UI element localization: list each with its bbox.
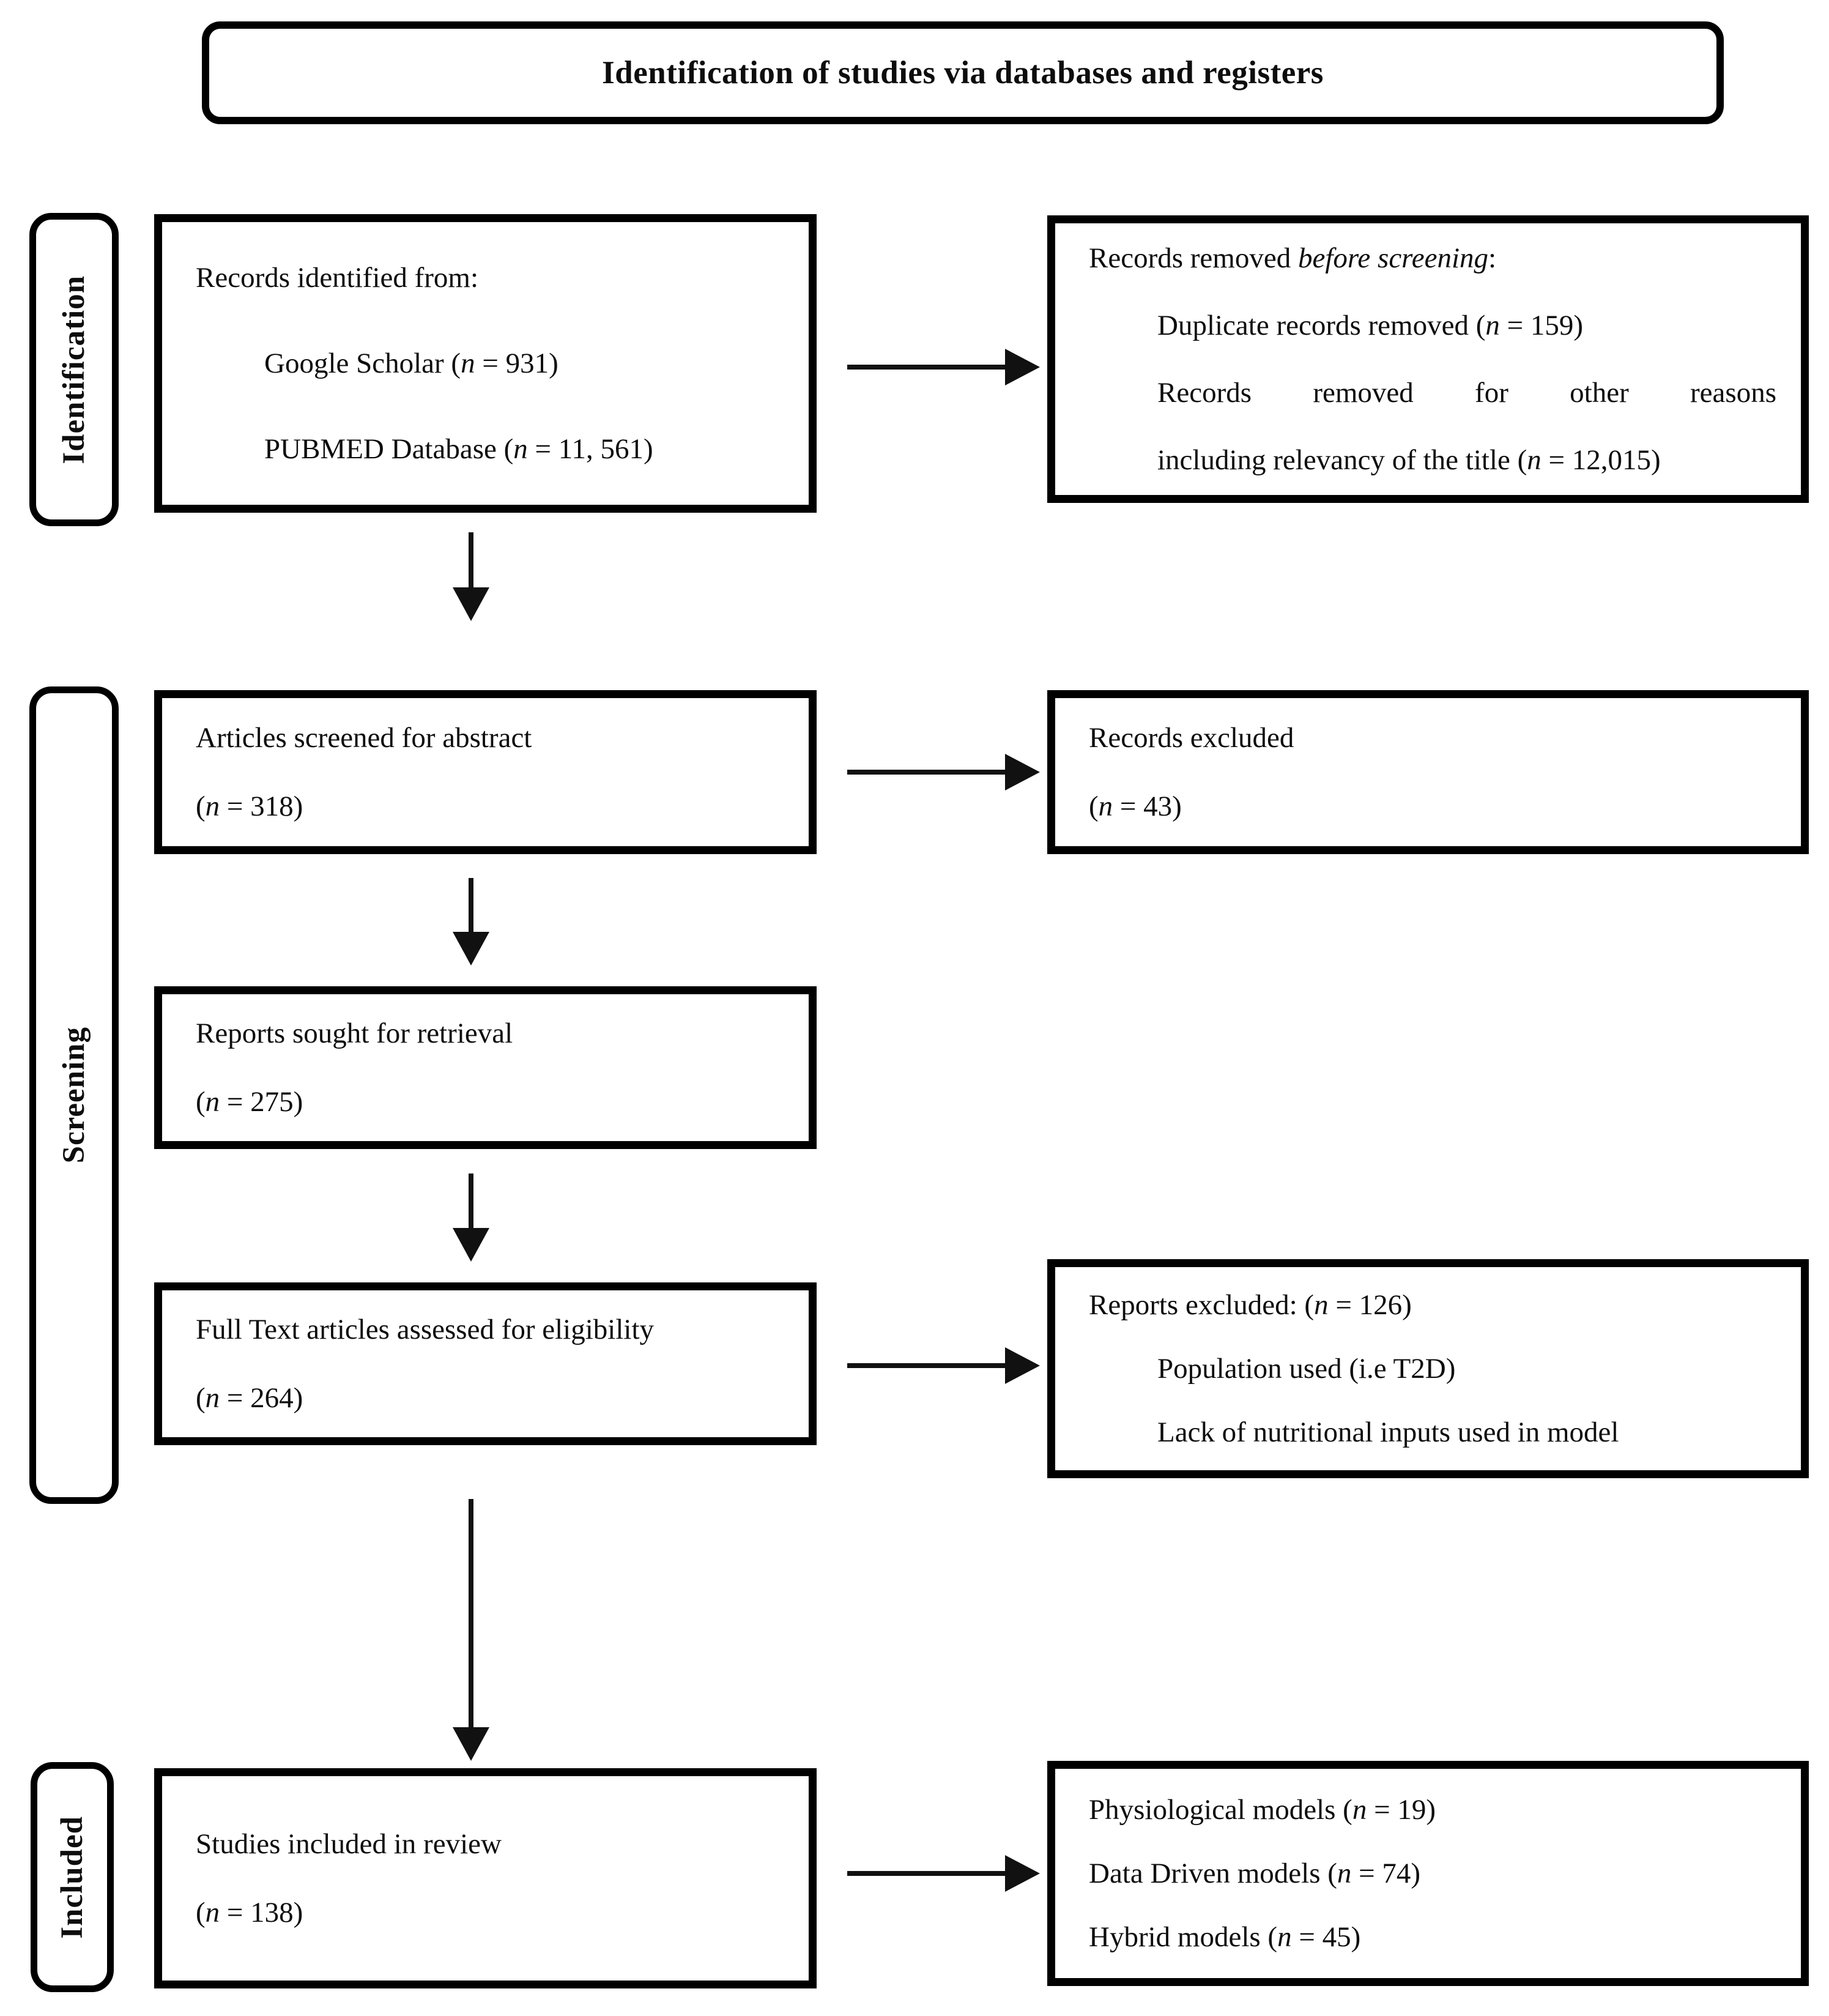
arrow-shaft [847,770,1005,775]
text-line: Google Scholar (n = 931) [264,348,558,379]
box-full-text-assessed: Full Text articles assessed for eligibil… [154,1282,817,1445]
arrow-down-screened-to-sought [453,878,489,965]
arrow-right-identified-to-removed [847,349,1040,385]
stage-label-text: Screening [57,1027,91,1164]
text-line: Duplicate records removed (n = 159) [1157,310,1584,341]
text-line: Data Driven models (n = 74) [1089,1858,1421,1889]
arrow-head-icon [453,932,489,965]
arrow-right-screened-to-excluded [847,754,1040,790]
text-line: Records removed before screening: [1089,242,1497,274]
text-line: Records removed for other reasons [1157,377,1776,409]
stage-label-identification: Identification [29,213,119,526]
text-line: Reports excluded: (n = 126) [1089,1289,1412,1321]
text-line: PUBMED Database (n = 11, 561) [264,433,653,465]
text-line: (n = 43) [1089,790,1182,822]
arrow-shaft [469,1174,473,1229]
box-studies-included: Studies included in review (n = 138) [154,1768,817,1988]
arrow-head-icon [1005,754,1040,790]
text-line: Reports sought for retrieval [196,1017,513,1049]
text-line: including relevancy of the title (n = 12… [1157,444,1661,476]
diagram-title: Identification of studies via databases … [602,55,1324,91]
arrow-down-fulltext-to-included [453,1499,489,1761]
text-line: Full Text articles assessed for eligibil… [196,1314,655,1345]
arrow-head-icon [453,1727,489,1761]
text-line: Studies included in review [196,1828,502,1860]
box-articles-screened: Articles screened for abstract (n = 318) [154,690,817,854]
text-line: Hybrid models (n = 45) [1089,1921,1361,1953]
arrow-shaft [469,878,473,933]
text-line: Physiological models (n = 19) [1089,1794,1436,1826]
arrow-shaft [469,1499,473,1728]
arrow-down-sought-to-fulltext [453,1174,489,1262]
arrow-head-icon [1005,349,1040,385]
box-records-removed-before-screening: Records removed before screening: Duplica… [1047,215,1809,503]
box-records-excluded: Records excluded (n = 43) [1047,690,1809,854]
arrow-shaft [469,532,473,589]
stage-label-included: Included [31,1762,114,1992]
text-line: (n = 264) [196,1382,303,1414]
box-reports-sought: Reports sought for retrieval (n = 275) [154,986,817,1149]
arrow-shaft [847,365,1005,370]
arrow-head-icon [453,587,489,621]
arrow-right-included-to-models [847,1855,1040,1892]
stage-label-text: Identification [57,275,91,464]
text-line: Articles screened for abstract [196,722,532,754]
arrow-down-identified-to-screened [453,532,489,621]
text-line: (n = 318) [196,790,303,822]
arrow-head-icon [1005,1855,1040,1892]
text-line: (n = 275) [196,1086,303,1118]
diagram-title-box: Identification of studies via databases … [202,21,1724,124]
arrow-right-fulltext-to-reports-excluded [847,1347,1040,1384]
box-reports-excluded: Reports excluded: (n = 126) Population us… [1047,1259,1809,1478]
text-line: Lack of nutritional inputs used in model [1157,1416,1619,1448]
stage-label-text: Included [55,1815,89,1939]
arrow-head-icon [453,1228,489,1262]
arrow-shaft [847,1871,1005,1876]
stage-label-screening: Screening [29,686,119,1504]
text-line: Records identified from: [196,262,479,294]
box-included-models: Physiological models (n = 19) Data Driven… [1047,1761,1809,1986]
text-line: Population used (i.e T2D) [1157,1353,1456,1385]
arrow-shaft [847,1363,1005,1368]
text-line: Records excluded [1089,722,1294,754]
box-records-identified: Records identified from: Google Scholar (… [154,214,817,513]
arrow-head-icon [1005,1347,1040,1384]
text-line: (n = 138) [196,1897,303,1929]
